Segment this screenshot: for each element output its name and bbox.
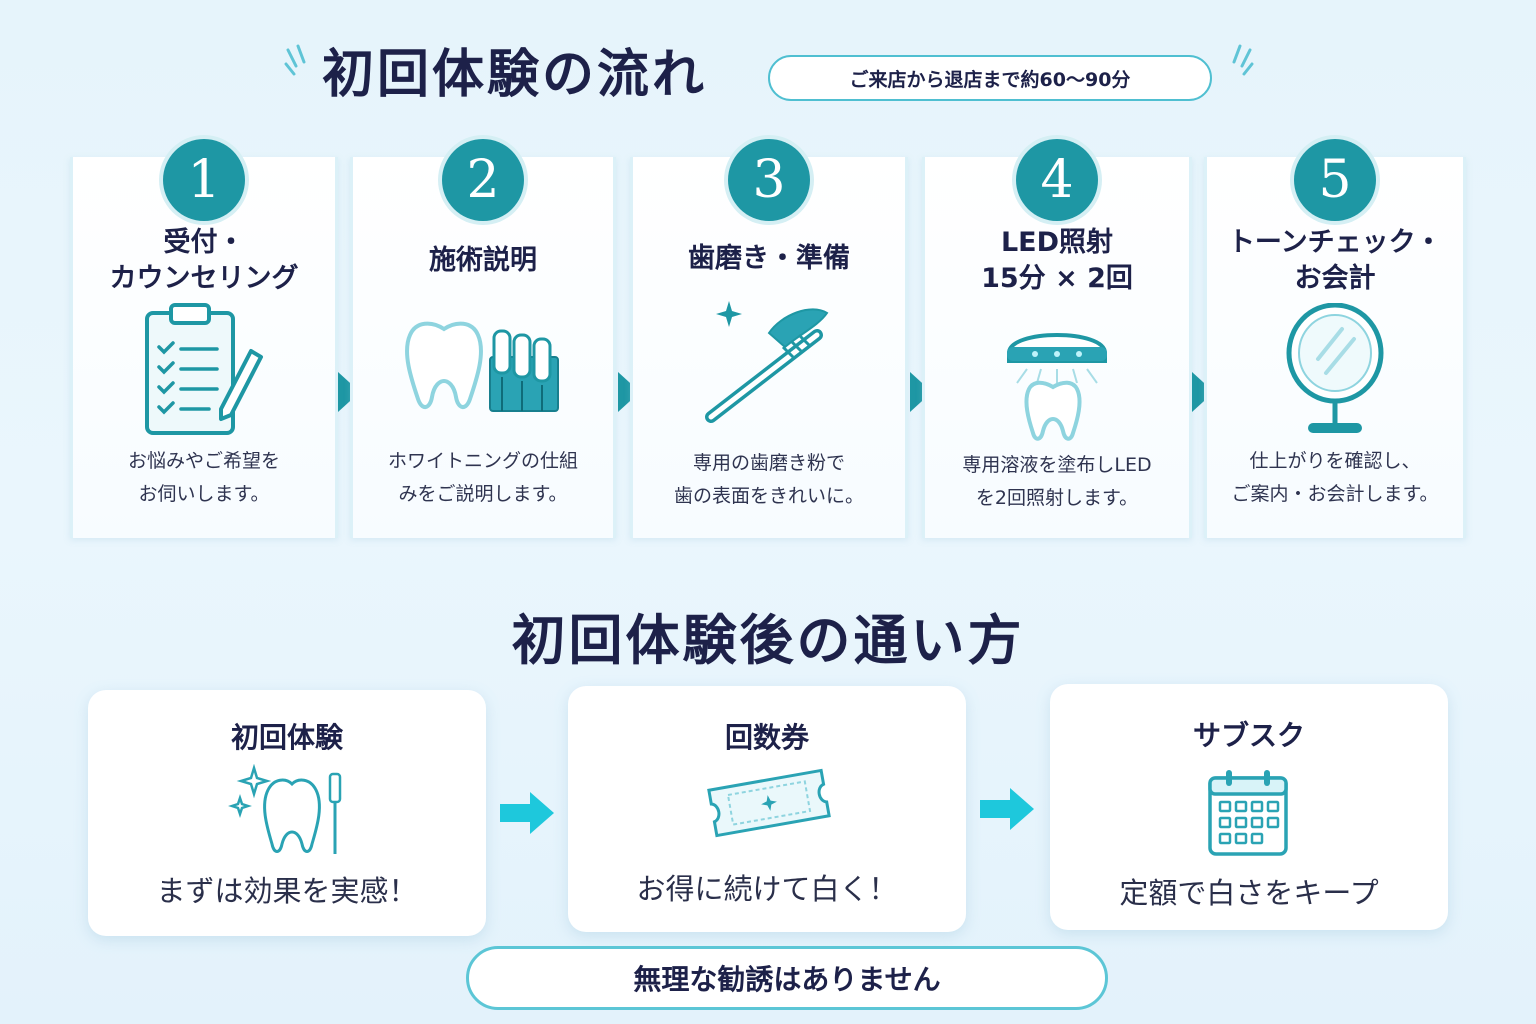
step-card-4: 4 LED照射 15分 × 2回 専用溶液を塗布しLED を2回照射します。 [922,139,1192,538]
step-title: 施術説明 [429,245,537,276]
plan-description: 定額で白さをキープ [1119,876,1379,910]
duration-badge: ご来店から退店まで約60〜90分 [768,55,1212,101]
plan-arrow-icon [980,786,1036,832]
step-title: 受付・ カウンセリング [109,227,299,294]
plan-card-coupon: 回数券 お得に続けて白く！ [568,686,966,932]
plan-description: お得に続けて白く！ [636,872,898,906]
step-number-badge: 3 [728,139,810,221]
step-title: LED照射 15分 × 2回 [981,227,1133,294]
plan-card-first-trial: 初回体験 まずは効果を実感！ [88,690,486,936]
step-title: トーンチェック・ お会計 [1227,227,1443,294]
right-sparkle-icon [1222,44,1256,95]
step-description: 仕上がりを確認し、 ご案内・お会計します。 [1231,450,1439,505]
plan-title: 回数券 [724,721,809,754]
plan-card-subscription: サブスク 定額で白さをキープ [1050,684,1448,930]
mirror-icon [1280,302,1390,443]
step-number-badge: 4 [1016,139,1098,221]
plan-description: まずは効果を実感！ [156,874,418,908]
led-lamp-icon [997,307,1117,451]
step-number-badge: 2 [442,139,524,221]
tooth-gel-icon [398,317,568,421]
no-pressure-note: 無理な勧誘はありません [466,946,1108,1010]
step-number-badge: 1 [163,139,245,221]
left-sparkle-icon [282,44,316,95]
step-card-3: 3 歯磨き・準備 専用の歯磨き粉で 歯の表面をきれいに。 [630,139,908,538]
sparkle-tooth-icon [228,763,358,862]
plan-title: サブスク [1192,719,1305,752]
step-description: お悩みやご希望を お伺いします。 [127,450,280,505]
ticket-icon [702,762,836,848]
step-card-5: 5 トーンチェック・ お会計 仕上がりを確認し、 ご案内・お会計します。 [1204,139,1466,538]
step-description: 専用の歯磨き粉で 歯の表面をきれいに。 [673,452,864,507]
step-card-2: 2 施術説明 ホワイトニングの仕組 みをご説明します。 [350,139,616,538]
step-title: 歯磨き・準備 [688,243,850,274]
plan-arrow-icon [500,790,556,836]
plan-title: 初回体験 [230,721,343,754]
clipboard-icon [139,303,269,443]
step-number-badge: 5 [1294,139,1376,221]
flow-title: 初回体験の流れ [322,45,708,105]
step-description: ホワイトニングの仕組 みをご説明します。 [387,450,578,505]
step-card-1: 1 受付・ カウンセリング お悩みやご希望を お伺いします。 [70,139,338,538]
step-description: 専用溶液を塗布しLED を2回照射します。 [962,454,1152,509]
toothbrush-icon [699,295,839,429]
calendar-icon [1206,768,1292,862]
after-title: 初回体験後の通い方 [511,609,1025,672]
